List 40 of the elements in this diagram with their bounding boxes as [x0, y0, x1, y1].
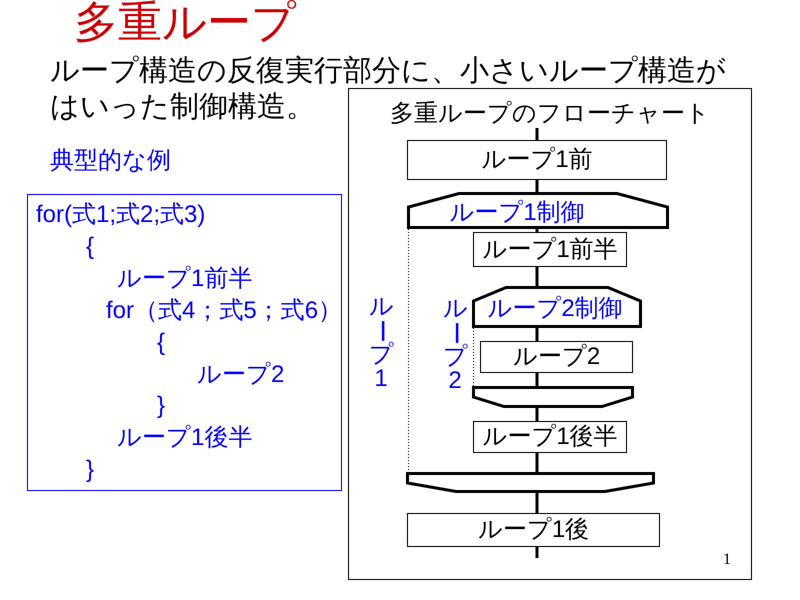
loop-end-shape [472, 386, 634, 408]
connector-line [536, 408, 538, 421]
chart-heading: 多重ループのフローチャート [390, 100, 710, 128]
process-box: ループ1後半 [473, 421, 627, 453]
connector-line [536, 328, 538, 341]
code-line: { [157, 328, 166, 357]
loop-label: ループ1 [369, 295, 393, 391]
connector-line [536, 373, 538, 386]
slide-title: 多重ループ [74, 0, 296, 46]
description-text: ループ構造の反復実行部分に、小さいループ構造が [50, 54, 726, 88]
process-box: ループ1前半 [473, 232, 627, 267]
connector-line [536, 128, 538, 140]
connector-line [536, 547, 538, 558]
code-line: } [86, 456, 94, 484]
code-line: ループ1後半 [117, 424, 252, 452]
code-line: ループ2 [197, 360, 284, 388]
page-number: 1 [723, 550, 731, 570]
loop-label: ループ2 [443, 297, 467, 393]
example-heading: 典型的な例 [50, 147, 171, 175]
connector-line [536, 180, 538, 192]
process-box: ループ1後 [407, 513, 660, 547]
flowchart-frame [348, 88, 752, 580]
process-box: ループ1前 [407, 140, 667, 180]
code-line: } [157, 392, 166, 420]
connector-line [536, 453, 538, 472]
process-box: ループ2 [480, 341, 633, 373]
loop-start-box: ループ1制御 [407, 192, 669, 229]
code-line: for（式4；式5；式6） [106, 296, 342, 325]
connector-line [536, 493, 538, 513]
connector-line [536, 267, 538, 286]
code-line: for(式1;式2;式3) [36, 201, 206, 229]
code-box [27, 194, 342, 491]
description-text: はいった制御構造。 [50, 90, 315, 124]
dotted-line [473, 328, 474, 386]
dotted-line [408, 228, 409, 472]
code-line: { [86, 232, 94, 261]
loop-start-box: ループ2制御 [472, 286, 642, 328]
loop-end-shape [406, 472, 655, 493]
connector-line [536, 229, 538, 232]
code-line: ループ1前半 [117, 264, 252, 293]
